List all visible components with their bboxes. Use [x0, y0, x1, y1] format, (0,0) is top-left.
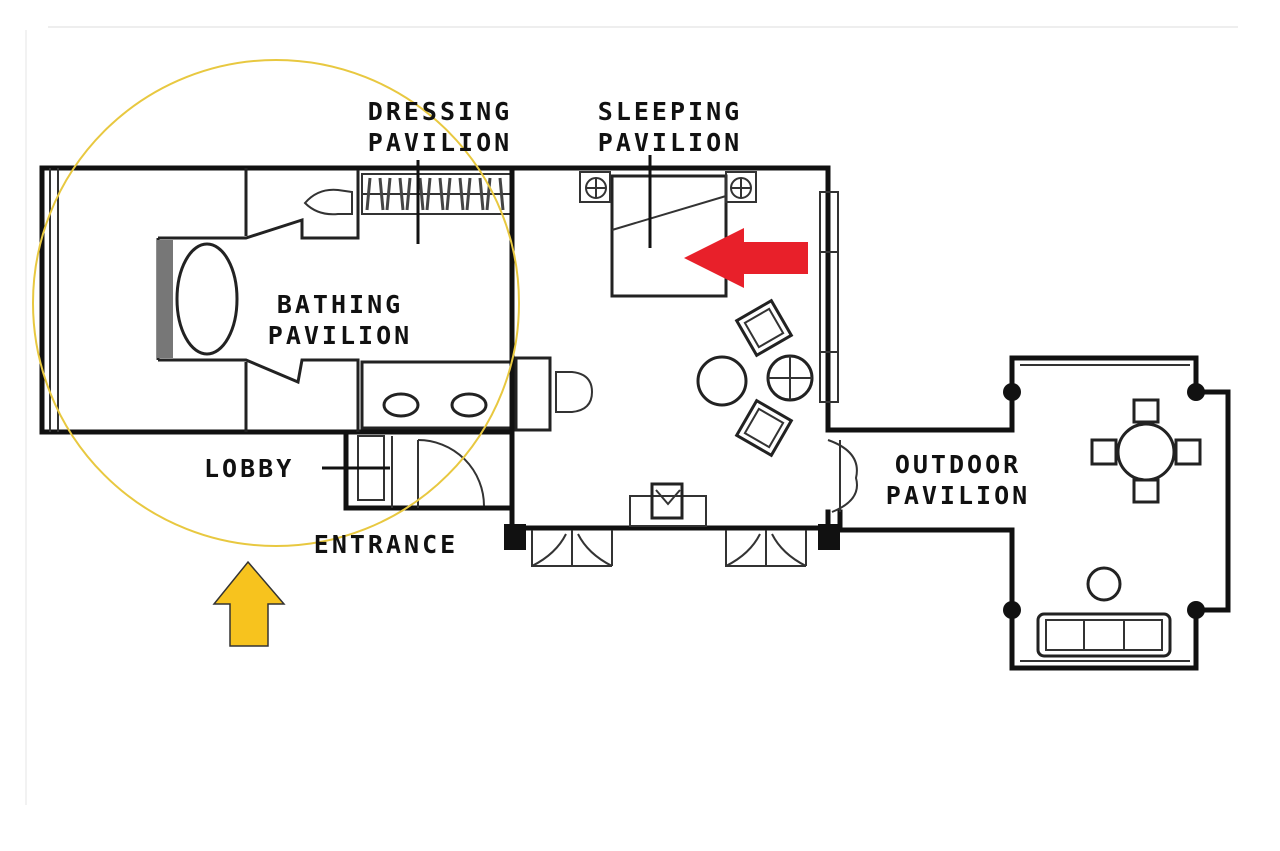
bed: [610, 174, 728, 298]
dining-table: [1090, 398, 1202, 504]
corridor: [825, 389, 1015, 613]
yellow-arrow-icon: [212, 560, 286, 647]
sleeping-pavilion: [504, 155, 840, 567]
desk-chair: [555, 371, 594, 413]
closet-hanger: [425, 177, 432, 211]
closet-hanger: [398, 177, 405, 211]
french-door-left: [531, 530, 613, 567]
lobby-door-swing: [417, 439, 485, 507]
closet-hanger: [445, 177, 452, 211]
dressing-closet: [361, 173, 513, 215]
sleeping-label-line2: PAVILION: [598, 128, 742, 157]
closet-hanger: [418, 177, 425, 211]
bathing-label-line2: PAVILION: [268, 321, 412, 350]
toilet: [303, 188, 353, 216]
entrance-label: ENTRANCE: [314, 530, 458, 559]
closet-hanger: [405, 177, 412, 211]
column-outdoor: [818, 524, 840, 550]
outdoor-pavilion: [1003, 355, 1231, 671]
lobby-label: LOBBY: [204, 454, 294, 483]
closet-hanger: [465, 177, 472, 211]
tub-wall-grey: [157, 240, 173, 358]
closet-hanger: [478, 177, 485, 211]
armchair-bottom: [734, 398, 794, 458]
closet-hanger: [378, 177, 385, 211]
sink-1: [382, 392, 420, 418]
bathing-label-line1: BATHING: [277, 290, 403, 319]
sink-2: [450, 392, 488, 418]
highlight-circle: [32, 59, 520, 547]
french-door-right: [725, 530, 807, 567]
outdoor-label-line1: OUTDOOR: [895, 450, 1021, 479]
coffee-table: [696, 355, 748, 407]
column-entrance: [504, 524, 526, 550]
dressing-label-line1: DRESSING: [368, 97, 512, 126]
red-arrow-icon: [684, 228, 808, 288]
sofa: [1036, 612, 1172, 658]
outdoor-label-line2: PAVILION: [886, 481, 1030, 510]
round-side-table: [1086, 566, 1122, 602]
closet-hanger: [458, 177, 465, 211]
bathtub: [175, 242, 239, 356]
closet-hanger: [365, 177, 372, 211]
closet-hanger: [438, 177, 445, 211]
closet-hanger: [485, 177, 492, 211]
tv-console: [629, 495, 707, 527]
dressing-label-line2: PAVILION: [368, 128, 512, 157]
sleeping-label-line1: SLEEPING: [598, 97, 742, 126]
corridor-door-swing: [827, 439, 858, 513]
closet-hanger: [385, 177, 392, 211]
nightstand-left: [579, 171, 611, 203]
closet-hanger: [498, 177, 505, 211]
nightstand-right: [725, 171, 757, 203]
lobby: [343, 429, 513, 511]
armchair-top: [734, 298, 794, 358]
desk: [514, 356, 552, 432]
